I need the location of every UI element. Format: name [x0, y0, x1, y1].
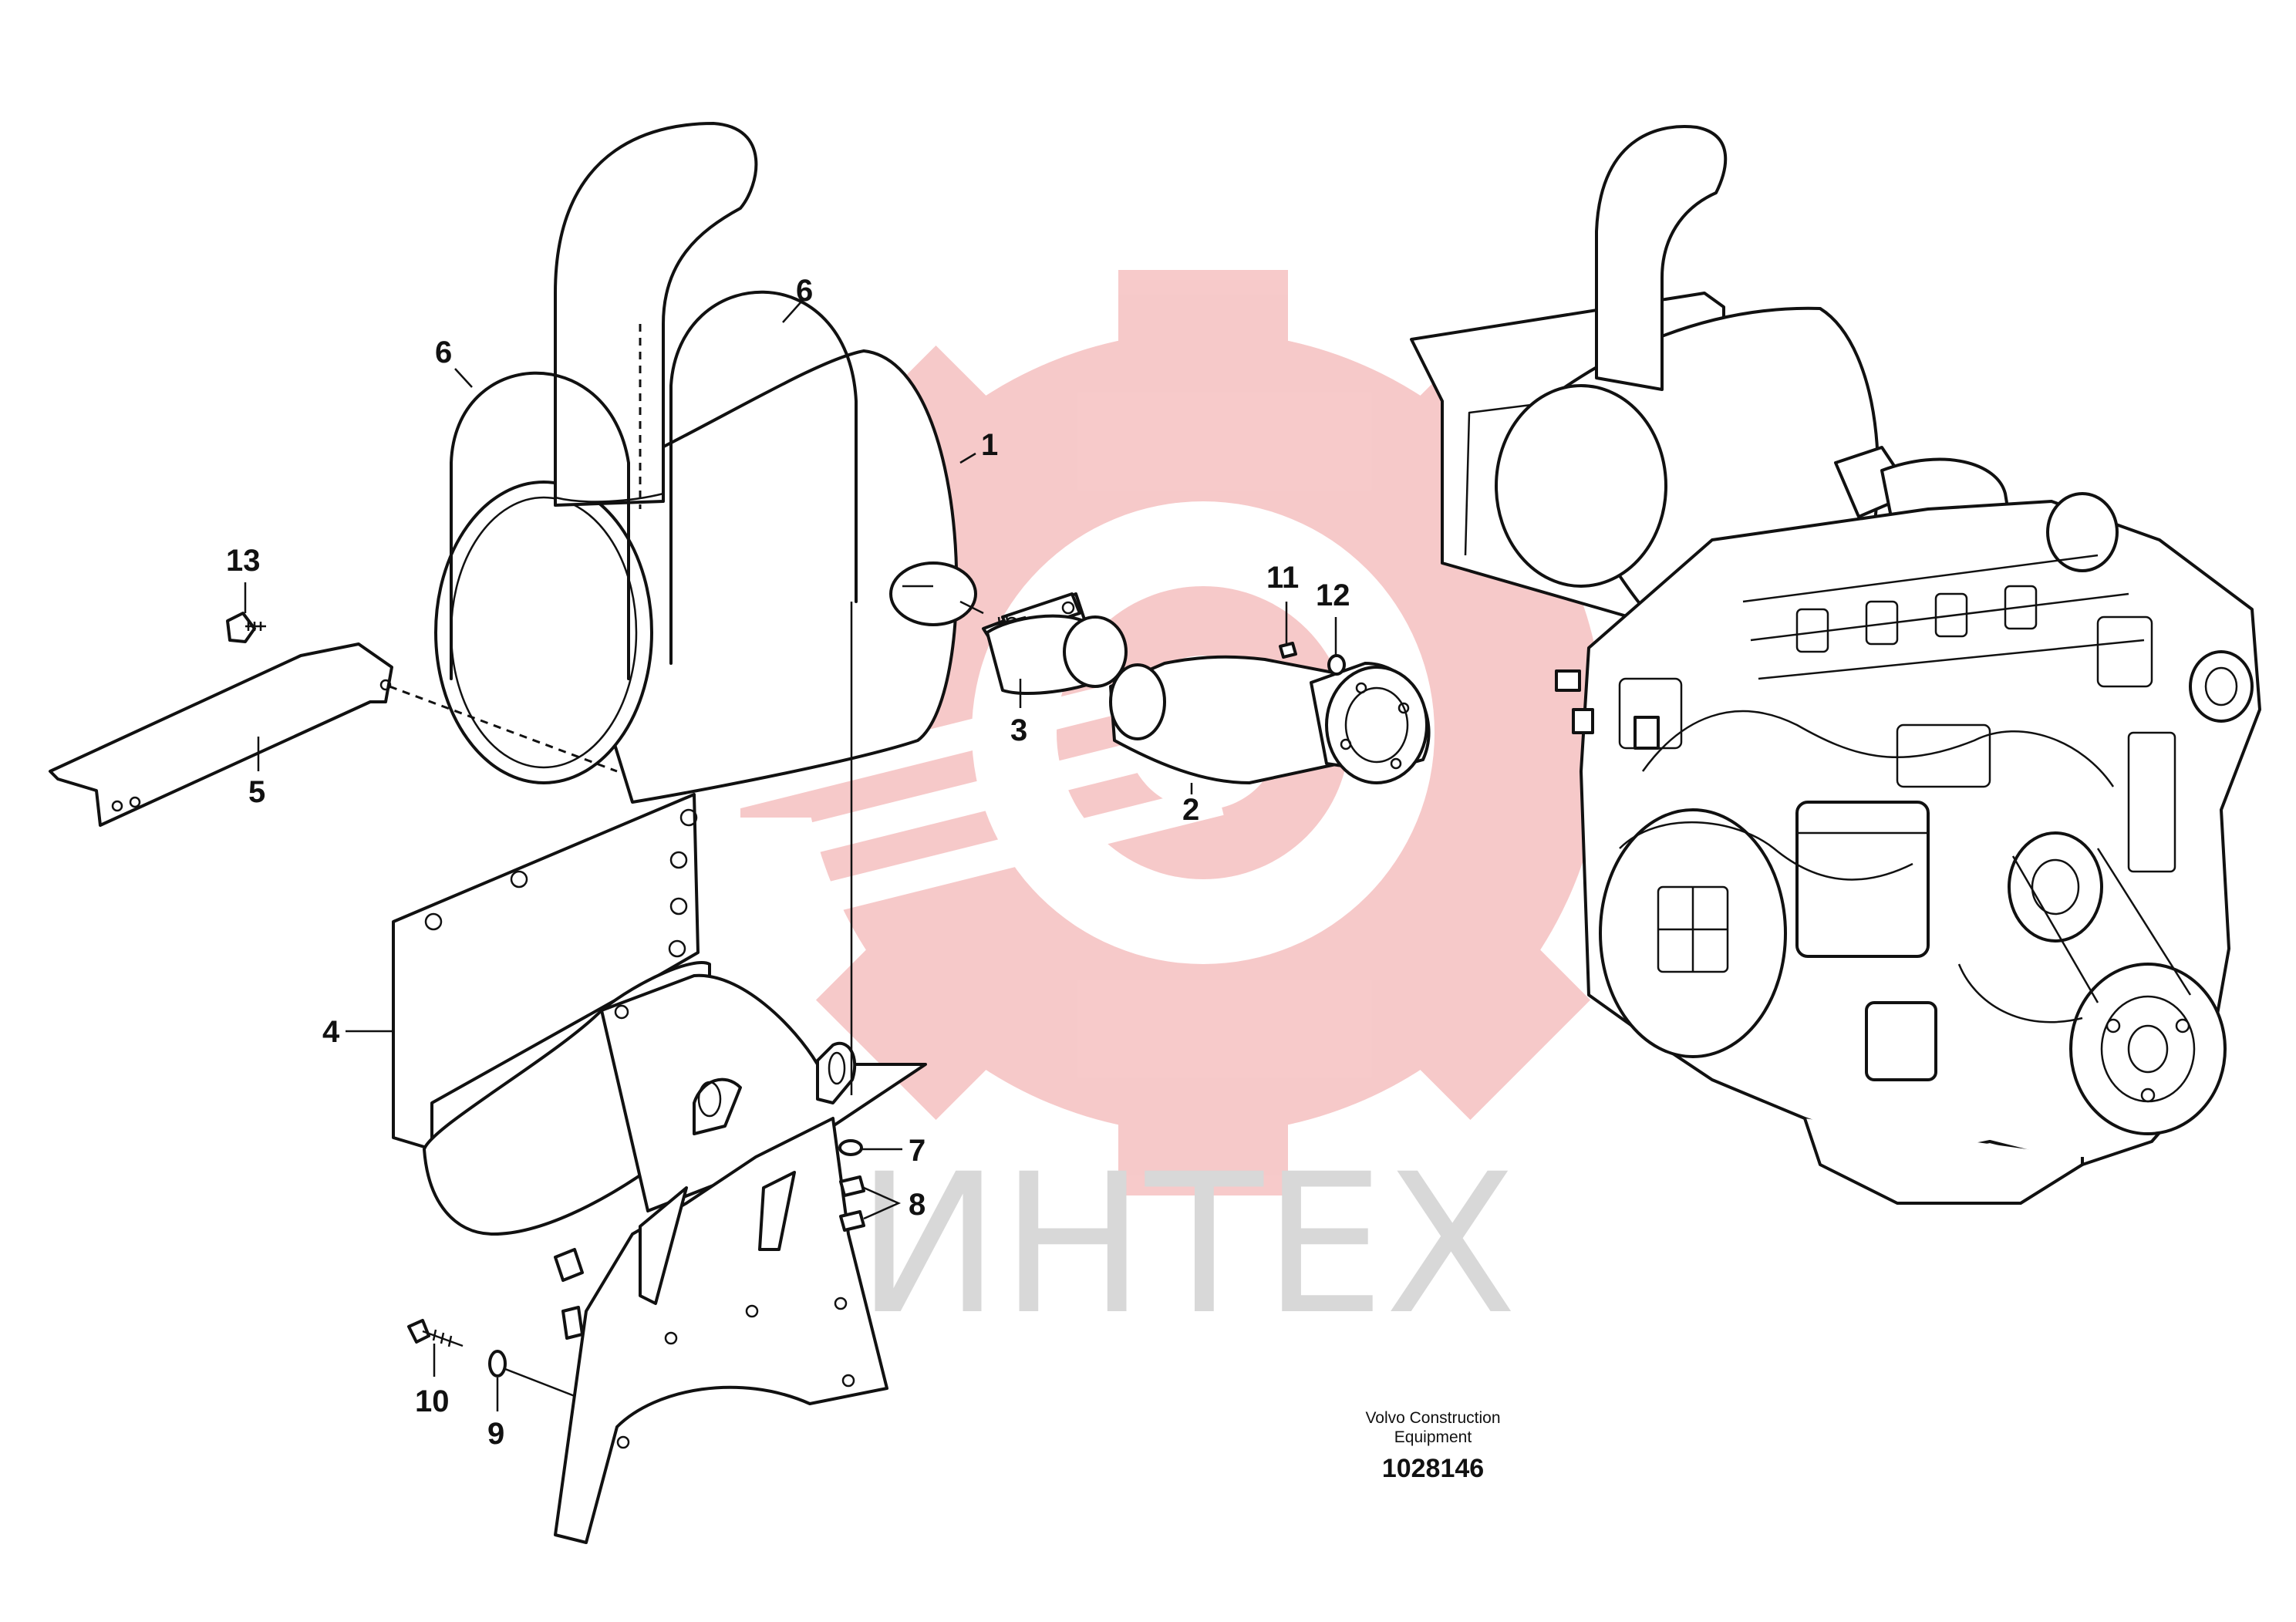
callout-6-left: 6	[435, 336, 473, 388]
exhaust-pipe	[1109, 655, 1431, 784]
callout-3: 3	[1010, 679, 1027, 747]
svg-text:3: 3	[1010, 713, 1027, 747]
svg-text:5: 5	[248, 775, 265, 809]
washer-7	[838, 1139, 863, 1156]
callout-6-right: 6	[782, 274, 813, 323]
callout-8: 8	[863, 1186, 925, 1222]
callout-11: 11	[1266, 561, 1299, 643]
exhaust-clamp	[959, 592, 1128, 695]
watermark-text: ИНТЕХ	[856, 1132, 1517, 1357]
svg-text:2: 2	[1182, 793, 1199, 827]
svg-text:4: 4	[322, 1015, 340, 1049]
bolt-13	[226, 612, 266, 643]
muffler	[434, 122, 977, 804]
svg-text:6: 6	[796, 274, 813, 308]
svg-text:10: 10	[415, 1384, 450, 1418]
svg-text:1: 1	[981, 428, 998, 462]
u-bolt-clamp-right	[639, 290, 858, 665]
mounting-bracket	[392, 602, 927, 1544]
svg-text:13: 13	[226, 544, 261, 578]
svg-text:11: 11	[1266, 561, 1299, 595]
svg-text:6: 6	[435, 336, 452, 369]
drawing-number: 1028146	[1382, 1454, 1484, 1483]
footer: Volvo Construction Equipment 1028146	[1365, 1409, 1500, 1483]
callout-2: 2	[1182, 783, 1199, 827]
svg-text:9: 9	[487, 1417, 504, 1451]
nut-11	[1279, 642, 1297, 659]
callout-10: 10	[415, 1344, 450, 1418]
vendor-name-line-1: Volvo Construction	[1365, 1409, 1500, 1427]
engine-assembly	[1410, 125, 2261, 1205]
u-bolt-clamp-left	[450, 371, 630, 680]
callouts: 1 2 3 4 5 6 6 7	[226, 274, 1350, 1451]
svg-text:7: 7	[909, 1134, 925, 1168]
callout-12: 12	[1316, 578, 1350, 656]
callout-13: 13	[226, 544, 261, 613]
callout-7: 7	[861, 1134, 925, 1168]
svg-text:12: 12	[1316, 578, 1350, 612]
bolt-10	[407, 1319, 464, 1347]
vendor-name-line-2: Equipment	[1394, 1428, 1472, 1446]
callout-4: 4	[322, 1015, 393, 1049]
nuts-8	[839, 1175, 865, 1232]
callout-1: 1	[959, 428, 998, 464]
bracket-bar	[49, 642, 618, 827]
callout-5: 5	[248, 737, 265, 809]
washer-9	[488, 1350, 575, 1398]
svg-text:8: 8	[909, 1188, 925, 1222]
washer-12	[1327, 654, 1346, 676]
callout-9: 9	[487, 1378, 504, 1451]
